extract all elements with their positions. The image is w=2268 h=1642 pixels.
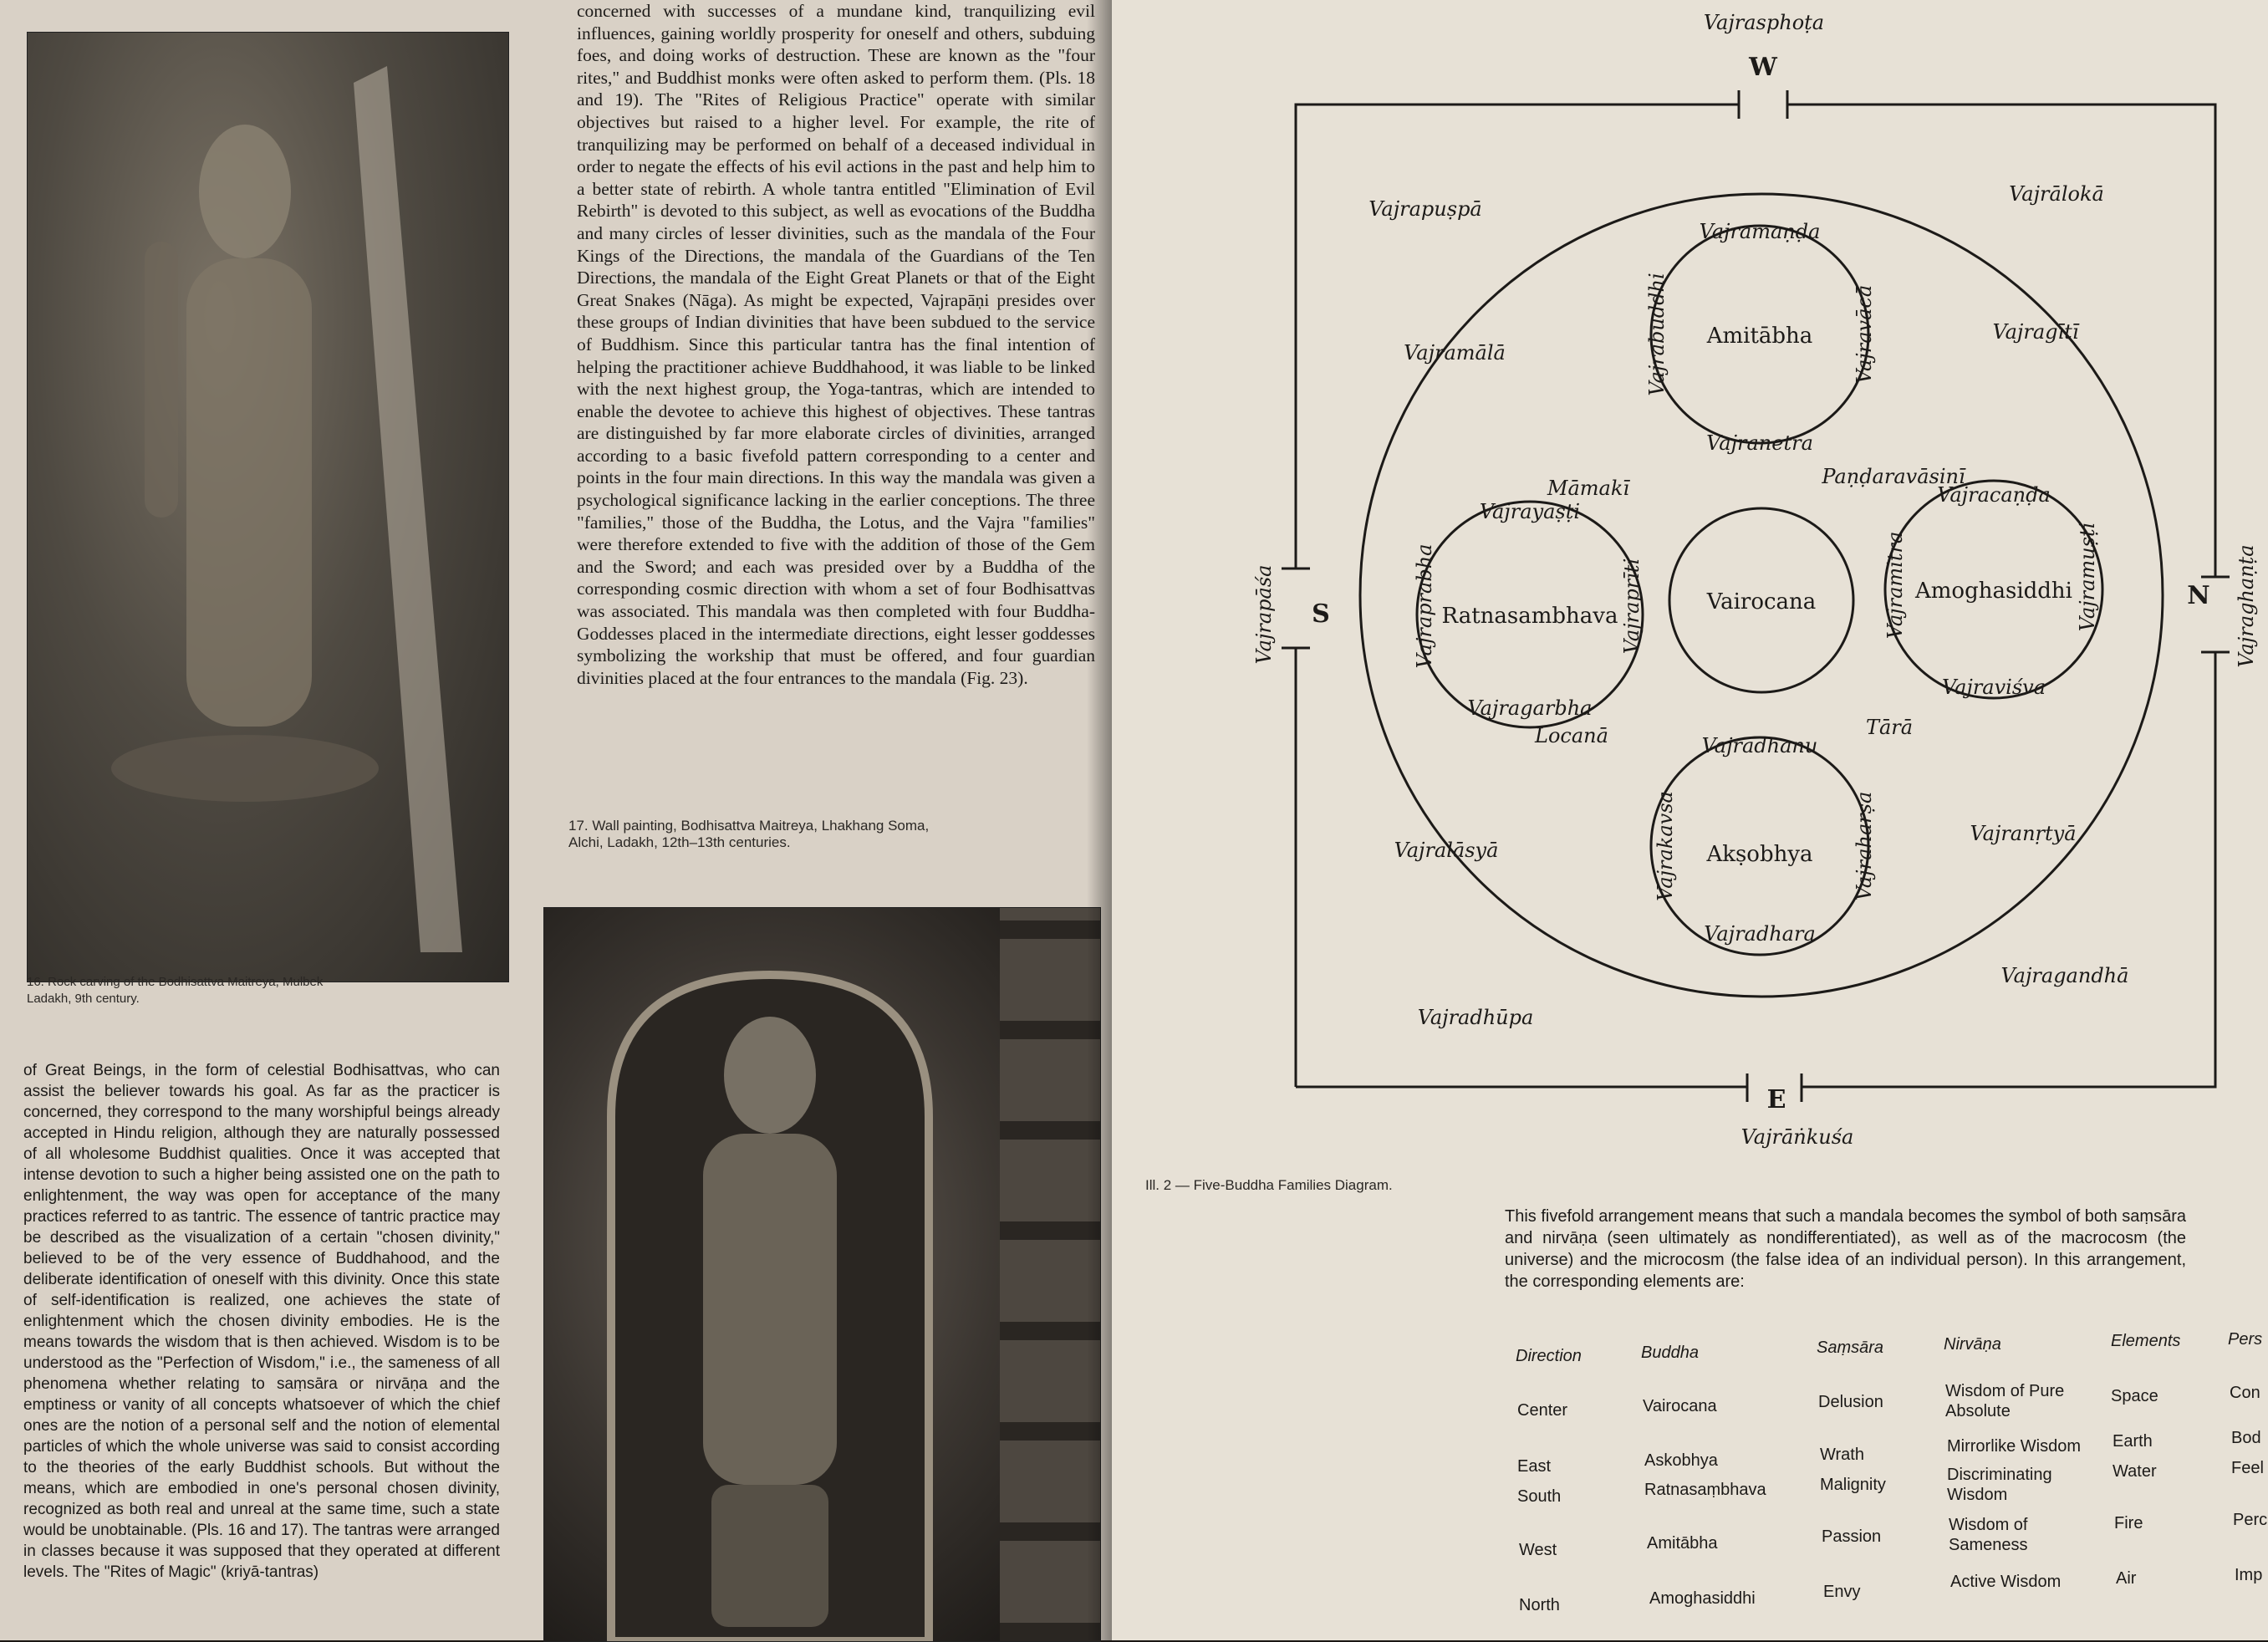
table-header: Nirvāṇa	[1944, 1335, 2001, 1354]
right-page	[1112, 0, 2268, 1640]
table-cell: Wisdom of Sameness	[1949, 1516, 2028, 1554]
wall-painting-photo	[543, 907, 1101, 1642]
table-cell: Space	[2111, 1387, 2158, 1405]
gate-right: Vajraghaṇṭa	[2235, 544, 2258, 667]
goddess-lower-left: Locanā	[1534, 724, 1608, 747]
table-cell: Earth	[2113, 1432, 2153, 1451]
goddess-upper-right: Paṇḍaravāsinī	[1821, 465, 1966, 488]
ring-lower-left: Vajralāsyā	[1394, 839, 1499, 862]
table-header: Elements	[2111, 1332, 2181, 1350]
left-page: concerned with successes of a mundane ki…	[0, 0, 1112, 1642]
table-cell: Perc	[2233, 1511, 2268, 1529]
caption-17: 17. Wall painting, Bodhisattva Maitreya,…	[568, 818, 930, 850]
left-buddha-name: Ratnasambhava	[1442, 604, 1618, 629]
table-cell: Delusion	[1818, 1393, 1883, 1411]
top-paragraph: concerned with successes of a mundane ki…	[577, 1, 1095, 688]
table-cell: Malignity	[1820, 1476, 1886, 1494]
left-buddha-left: Vajraprabha	[1413, 544, 1436, 669]
bottom-paragraph: of Great Beings, in the form of celestia…	[23, 1062, 500, 1581]
gate-bottom: Vajrāṅkuśa	[1741, 1125, 1854, 1149]
table-header: Buddha	[1641, 1344, 1699, 1362]
rock-carving-photo	[27, 32, 509, 982]
left-buddha-right: Vajraprīti	[1620, 558, 1644, 655]
table-cell: Fire	[2114, 1514, 2143, 1532]
table-cell: Air	[2116, 1569, 2137, 1588]
bottom-buddha-left: Vajrakavsa	[1654, 791, 1677, 901]
top-buddha-name: Amitābha	[1706, 324, 1813, 349]
table-cell: Imp	[2235, 1566, 2263, 1584]
bottom-buddha-top: Vajradhanu	[1702, 734, 1818, 757]
table-cell: Bod	[2231, 1429, 2261, 1447]
right-buddha-top: Vajracaṇḍa	[1937, 483, 2051, 507]
panel-strip	[1000, 908, 1100, 1641]
five-buddha-diagram: W N E S Vajrasphoṭa Vajrāṅkuśa Vajrapāśa…	[1252, 0, 2268, 1196]
table-cell: Discriminating Wisdom	[1947, 1466, 2052, 1504]
table-cell: Wrath	[1820, 1446, 1864, 1464]
table-cell: Amoghasiddhi	[1649, 1589, 1756, 1608]
table-cell: Passion	[1822, 1527, 1882, 1546]
corner-bottom-left: Vajradhūpa	[1418, 1006, 1534, 1029]
gate-left: Vajrapāśa	[1254, 565, 1276, 665]
table-header: Saṃsāra	[1817, 1339, 1884, 1357]
bottom-buddha-bottom: Vajradhara	[1704, 922, 1816, 946]
ring-upper-right: Vajragītī	[1992, 320, 2079, 344]
table-cell: Askobhya	[1644, 1451, 1718, 1470]
table-cell: North	[1519, 1596, 1560, 1614]
table-cell: Mirrorlike Wisdom	[1947, 1437, 2081, 1456]
table-cell: Wisdom of Pure Absolute	[1945, 1382, 2065, 1420]
corner-top-right: Vajrālokā	[2009, 182, 2104, 206]
table-cell: Vairocana	[1643, 1397, 1717, 1415]
table-cell: South	[1517, 1487, 1562, 1506]
table-header: Pers	[2228, 1330, 2263, 1349]
table-cell: Active Wisdom	[1950, 1573, 2062, 1591]
right-buddha-name: Amoghasiddhi	[1914, 579, 2072, 604]
left-buddha-bottom: Vajragarbha	[1468, 696, 1593, 720]
top-buddha-top: Vajramaṇḍa	[1700, 220, 1821, 243]
table-cell: East	[1517, 1457, 1552, 1476]
table-cell: Center	[1517, 1401, 1568, 1420]
table-cell: West	[1519, 1541, 1557, 1559]
dir-bottom: E	[1767, 1085, 1786, 1114]
ring-lower-right: Vajranṛtyā	[1970, 822, 2076, 845]
table-cell: Amitābha	[1647, 1534, 1718, 1553]
goddess-lower-right: Tārā	[1866, 716, 1913, 739]
right-paragraph: This fivefold arrangement means that suc…	[1505, 1207, 2186, 1291]
deity-figure-icon	[607, 970, 933, 1641]
corner-top-left: Vajrapuṣpā	[1368, 197, 1481, 221]
dir-left: S	[1312, 599, 1330, 629]
bottom-buddha-name: Akṣobhya	[1705, 842, 1812, 867]
top-buddha-left: Vajrabuddhi	[1645, 273, 1669, 395]
goddess-upper-left: Māmakī	[1547, 477, 1630, 500]
bodhisattva-figure-icon	[111, 66, 462, 952]
left-buddha-top: Vajrayaṣṭi	[1480, 500, 1580, 523]
top-buddha-bottom: Vajranetra	[1706, 431, 1813, 455]
table-cell: Envy	[1823, 1583, 1861, 1601]
table-cell: Con	[2230, 1384, 2260, 1402]
caption-16: 16. Rock carving of the Bodhisattva Mait…	[27, 975, 324, 1006]
table-header: Direction	[1516, 1347, 1582, 1365]
table-cell: Feel	[2231, 1459, 2264, 1477]
top-buddha-right: Vajravācā	[1853, 285, 1876, 384]
center-buddha: Vairocana	[1706, 589, 1817, 614]
right-buddha-bottom: Vajraviśva	[1942, 676, 2046, 699]
gate-top: Vajrasphoṭa	[1704, 11, 1824, 34]
table-cell: Water	[2113, 1462, 2157, 1481]
diagram-caption: Ill. 2 — Five-Buddha Families Diagram.	[1145, 1177, 1393, 1193]
table-cell: Ratnasaṃbhava	[1644, 1481, 1766, 1499]
right-buddha-left: Vajramitra	[1883, 532, 1907, 640]
bottom-buddha-right: Vajraharṣa	[1853, 792, 1876, 901]
dir-right: N	[2187, 581, 2209, 610]
ring-upper-left: Vajramālā	[1404, 341, 1506, 365]
corner-bottom-right: Vajragandhā	[2001, 964, 2129, 987]
right-buddha-right: Vajramuṣṭi	[2076, 523, 2099, 632]
dir-top: W	[1748, 53, 1778, 82]
